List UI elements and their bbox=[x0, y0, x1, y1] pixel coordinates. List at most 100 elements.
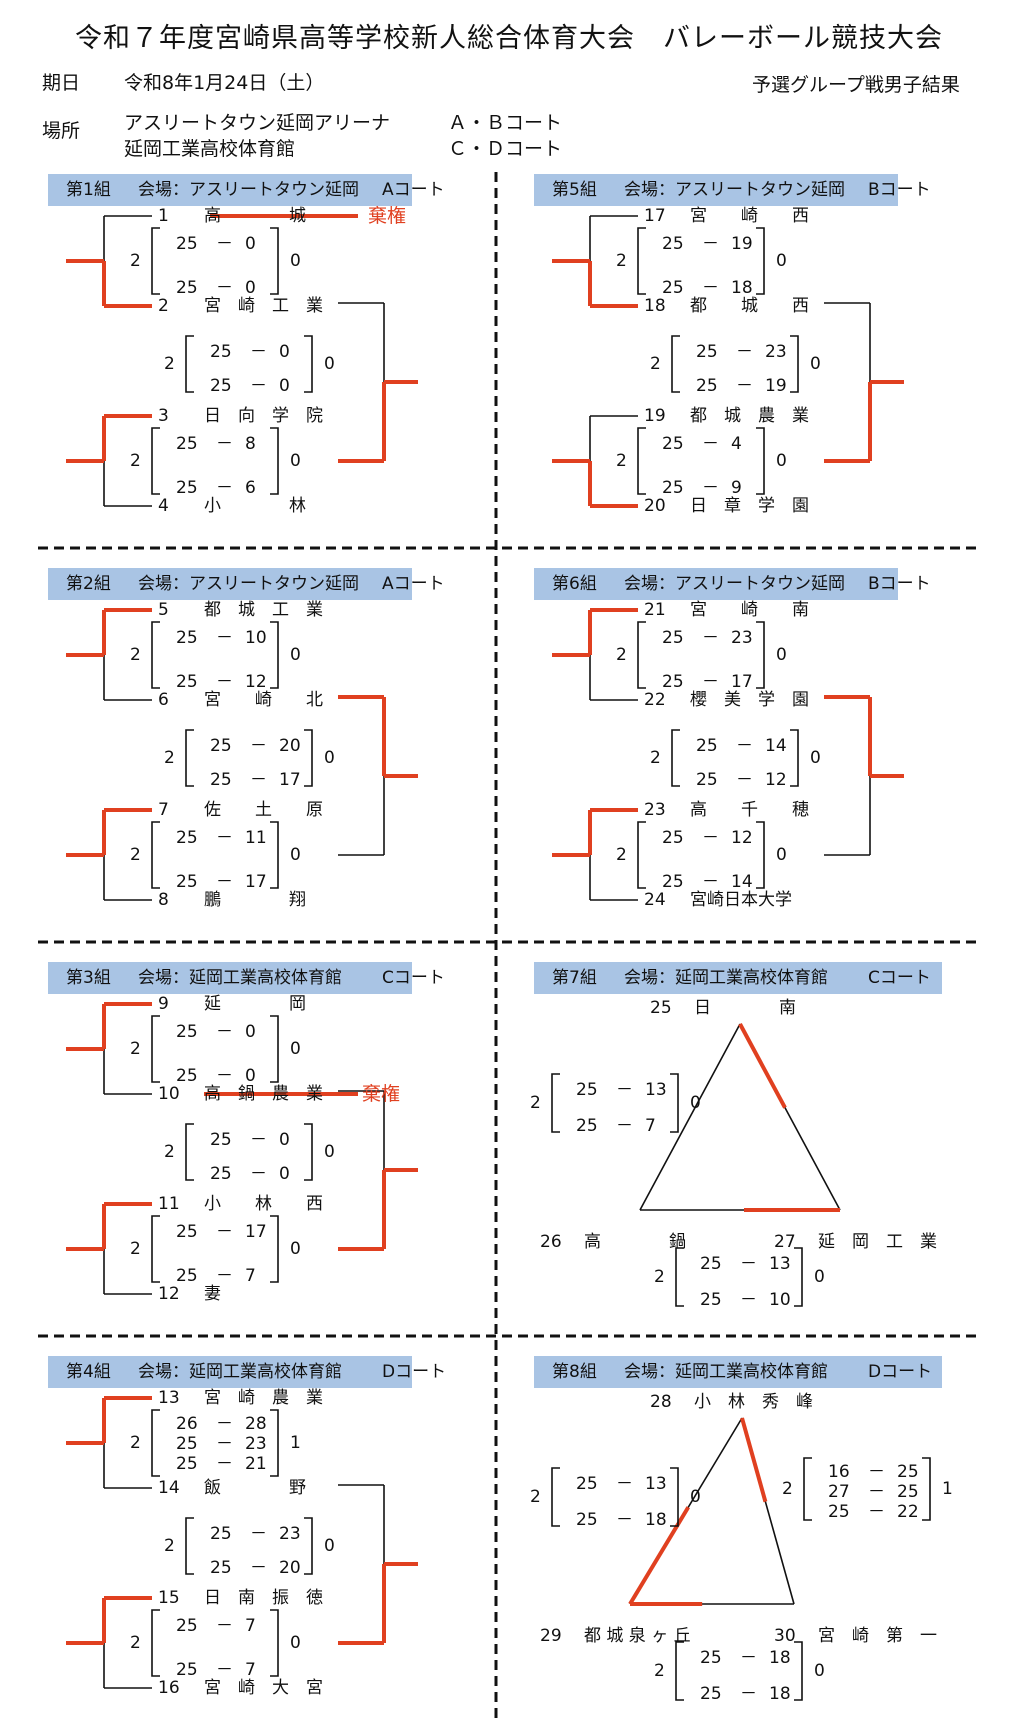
team-number: 29 bbox=[540, 1626, 562, 1646]
team-name: 高 城 bbox=[204, 206, 306, 226]
team-name: 高 鍋 農 業 bbox=[204, 1084, 323, 1104]
group-name: 第6組 bbox=[552, 574, 597, 594]
venue1-name: アスリートタウン延岡アリーナ bbox=[124, 112, 391, 134]
sets-won-left: 2 bbox=[616, 645, 627, 665]
team-number: 24 bbox=[644, 890, 666, 910]
set-score-right: 25 bbox=[897, 1462, 919, 1482]
set-score-right: 9 bbox=[731, 478, 742, 498]
set-score-left: 25 bbox=[576, 1080, 598, 1100]
sets-won-left: 2 bbox=[530, 1093, 541, 1113]
set-dash: － bbox=[216, 234, 233, 254]
set-score-left: 25 bbox=[176, 1616, 198, 1636]
place-label: 場所 bbox=[42, 120, 81, 142]
set-dash: － bbox=[216, 1266, 233, 1286]
set-dash: － bbox=[740, 1290, 757, 1310]
set-dash: － bbox=[216, 1022, 233, 1042]
sets-won-left: 2 bbox=[130, 1633, 141, 1653]
score-bracket-left bbox=[151, 821, 160, 889]
team-name: 櫻 美 学 園 bbox=[690, 690, 809, 710]
set-score-right: 12 bbox=[245, 672, 267, 692]
team-name: 日 向 学 院 bbox=[204, 406, 323, 426]
score-bracket-left bbox=[151, 427, 160, 495]
set-score-left: 25 bbox=[210, 1130, 232, 1150]
set-dash: － bbox=[216, 434, 233, 454]
set-dash: － bbox=[702, 234, 719, 254]
set-score-left: 25 bbox=[700, 1648, 722, 1668]
set-score-right: 0 bbox=[245, 234, 256, 254]
score-bracket-right bbox=[794, 1247, 803, 1307]
date-value: 令和8年1月24日（土） bbox=[124, 72, 325, 94]
score-bracket-left bbox=[637, 227, 646, 295]
team-number: 3 bbox=[158, 406, 169, 426]
team-name: 宮崎日本大学 bbox=[690, 890, 792, 910]
team-name: 日 南 振 徳 bbox=[204, 1588, 323, 1608]
set-score-left: 25 bbox=[210, 736, 232, 756]
group-name: 第3組 bbox=[66, 968, 111, 988]
group-court: Bコート bbox=[868, 574, 931, 594]
team-number: 19 bbox=[644, 406, 666, 426]
sets-won-left: 2 bbox=[654, 1661, 665, 1681]
sets-won-left: 2 bbox=[130, 251, 141, 271]
team-name: 都 城 泉 ヶ 丘 bbox=[584, 1626, 691, 1646]
sets-won-left: 2 bbox=[654, 1267, 665, 1287]
set-dash: － bbox=[250, 376, 267, 396]
group-venue: 会場：延岡工業高校体育館 bbox=[138, 1362, 342, 1382]
triangle-side bbox=[639, 1023, 741, 1211]
score-bracket-right bbox=[304, 1517, 313, 1575]
sets-won-left: 2 bbox=[130, 1239, 141, 1259]
venue1-courts: Ａ・Ｂコート bbox=[448, 112, 563, 134]
group-header: 第2組 会場：アスリートタウン延岡 Aコート bbox=[48, 568, 445, 600]
team-number: 23 bbox=[644, 800, 666, 820]
group-name: 第2組 bbox=[66, 574, 111, 594]
triangle-winner-side bbox=[740, 1417, 768, 1503]
set-dash: － bbox=[250, 1130, 267, 1150]
score-bracket-right bbox=[270, 621, 279, 689]
team-number: 22 bbox=[644, 690, 666, 710]
team-number: 9 bbox=[158, 994, 169, 1014]
team-name: 佐 土 原 bbox=[204, 800, 323, 820]
team-name: 都 城 工 業 bbox=[204, 600, 323, 620]
set-score-left: 25 bbox=[700, 1290, 722, 1310]
score-bracket-left bbox=[637, 427, 646, 495]
triangle-winner-side bbox=[738, 1023, 787, 1109]
sets-won-left: 2 bbox=[616, 451, 627, 471]
score-bracket-left bbox=[637, 821, 646, 889]
score-bracket-left bbox=[675, 1641, 684, 1701]
team-name: 宮 崎 工 業 bbox=[204, 296, 323, 316]
sets-won-left: 2 bbox=[616, 845, 627, 865]
score-bracket-left bbox=[671, 729, 680, 787]
set-score-left: 25 bbox=[176, 1454, 198, 1474]
score-bracket-left bbox=[185, 1123, 194, 1181]
score-bracket-right bbox=[790, 729, 799, 787]
set-score-left: 25 bbox=[176, 672, 198, 692]
set-score-left: 25 bbox=[210, 1558, 232, 1578]
sets-won-right: 0 bbox=[290, 251, 301, 271]
score-bracket-right bbox=[756, 621, 765, 689]
result-title: 予選グループ戦男子結果 bbox=[752, 74, 960, 96]
group-venue: 会場：アスリートタウン延岡 bbox=[138, 180, 359, 200]
set-score-left: 25 bbox=[696, 342, 718, 362]
set-dash: － bbox=[616, 1474, 633, 1494]
set-dash: － bbox=[250, 1558, 267, 1578]
group-name: 第1組 bbox=[66, 180, 111, 200]
set-dash: － bbox=[216, 1414, 233, 1434]
sets-won-right: 0 bbox=[324, 1536, 335, 1556]
set-score-right: 13 bbox=[645, 1080, 667, 1100]
team-number: 4 bbox=[158, 496, 169, 516]
set-score-right: 19 bbox=[765, 376, 787, 396]
set-dash: － bbox=[216, 828, 233, 848]
sets-won-right: 0 bbox=[690, 1093, 701, 1113]
set-dash: － bbox=[702, 478, 719, 498]
team-name: 鵬 翔 bbox=[204, 890, 306, 910]
group-venue: 会場：アスリートタウン延岡 bbox=[138, 574, 359, 594]
set-score-left: 25 bbox=[662, 478, 684, 498]
sets-won-right: 0 bbox=[290, 645, 301, 665]
team-number: 21 bbox=[644, 600, 666, 620]
team-name: 日 章 学 園 bbox=[690, 496, 809, 516]
group-court: Aコート bbox=[382, 574, 445, 594]
team-name: 高 鍋 bbox=[584, 1232, 686, 1252]
score-bracket-right bbox=[756, 821, 765, 889]
